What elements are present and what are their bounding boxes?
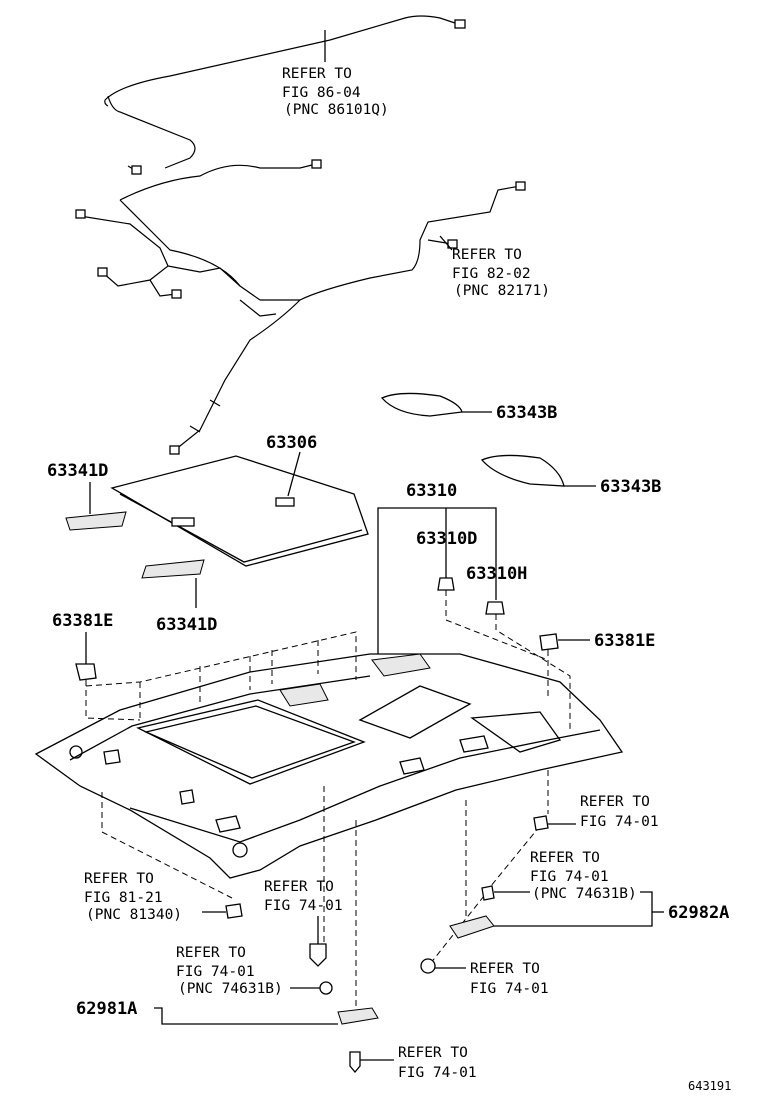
screw-74-01-c — [420, 958, 436, 974]
pad-63341d-left — [65, 511, 127, 531]
screw-74-01-d — [309, 943, 327, 967]
svg-text:(PNC 74631B): (PNC 74631B) — [532, 886, 637, 902]
ref-fig-82-02: REFER TO FIG 82-02 (PNC 82171) — [452, 247, 550, 299]
svg-text:FIG 74-01: FIG 74-01 — [176, 964, 255, 980]
clip-63310d — [437, 577, 455, 591]
figure-id: 643191 — [688, 1079, 731, 1093]
projection-lines — [85, 590, 571, 1010]
ref-fig-74-01-d: REFER TO FIG 74-01 — [264, 879, 343, 914]
lamp-62982a — [449, 915, 495, 939]
svg-text:REFER TO: REFER TO — [580, 794, 650, 810]
svg-text:REFER TO: REFER TO — [282, 66, 352, 82]
part-62982a: 62982A — [668, 903, 729, 923]
svg-text:(PNC 86101Q): (PNC 86101Q) — [284, 102, 389, 118]
clip-63381e-right — [539, 633, 559, 651]
part-63343b-upper: 63343B — [496, 403, 557, 423]
svg-text:FIG 82-02: FIG 82-02 — [452, 266, 531, 282]
clip-74-01-a — [533, 815, 549, 831]
part-62981a: 62981A — [76, 999, 137, 1019]
screw-74-01-f — [349, 1051, 361, 1074]
svg-text:REFER TO: REFER TO — [530, 850, 600, 866]
svg-text:FIG 74-01: FIG 74-01 — [264, 898, 343, 914]
ref-fig-74-01-a: REFER TO FIG 74-01 — [580, 794, 659, 830]
connector-81340 — [225, 903, 243, 919]
part-63343b-lower: 63343B — [600, 477, 661, 497]
svg-text:REFER TO: REFER TO — [176, 945, 246, 961]
clip-63310h — [485, 601, 505, 615]
svg-text:FIG 81-21: FIG 81-21 — [84, 890, 163, 906]
svg-text:REFER TO: REFER TO — [398, 1045, 468, 1061]
svg-text:REFER TO: REFER TO — [84, 871, 154, 887]
svg-text:FIG 74-01: FIG 74-01 — [398, 1065, 477, 1081]
svg-text:FIG 74-01: FIG 74-01 — [470, 981, 549, 997]
svg-text:(PNC 81340): (PNC 81340) — [86, 907, 182, 923]
ref-fig-86-04: REFER TO FIG 86-04 (PNC 86101Q) — [282, 66, 389, 118]
ref-fig-81-21: REFER TO FIG 81-21 (PNC 81340) — [84, 871, 182, 923]
pad-63341d-lower — [141, 559, 205, 579]
pad-63343b-lower — [480, 454, 565, 487]
clip-74631b — [319, 981, 333, 995]
svg-text:(PNC 82171): (PNC 82171) — [454, 283, 550, 299]
part-63381e-left: 63381E — [52, 611, 113, 631]
clip-63381e-left — [75, 663, 97, 681]
roof-wire-harness — [75, 15, 526, 455]
svg-text:REFER TO: REFER TO — [264, 879, 334, 895]
clip-74-01-b — [481, 885, 495, 901]
svg-text:(PNC 74631B): (PNC 74631B) — [178, 981, 283, 997]
ref-fig-74-01-b: REFER TO FIG 74-01 (PNC 74631B) — [530, 850, 637, 902]
svg-text:REFER TO: REFER TO — [470, 961, 540, 977]
part-63381e-right: 63381E — [594, 631, 655, 651]
part-63310: 63310 — [406, 481, 457, 501]
roof-headliner — [34, 653, 624, 879]
part-63341d-lower: 63341D — [156, 615, 217, 635]
ref-fig-74-01-c: REFER TO FIG 74-01 — [470, 961, 549, 997]
part-63306: 63306 — [266, 433, 317, 453]
svg-text:REFER TO: REFER TO — [452, 247, 522, 263]
svg-text:FIG 74-01: FIG 74-01 — [530, 869, 609, 885]
lamp-62981a — [337, 1007, 379, 1025]
part-63310d: 63310D — [416, 529, 477, 549]
ref-fig-74-01-e: REFER TO FIG 74-01 (PNC 74631B) — [176, 945, 283, 997]
svg-text:FIG 74-01: FIG 74-01 — [580, 814, 659, 830]
part-63310h: 63310H — [466, 564, 527, 584]
ref-fig-74-01-f: REFER TO FIG 74-01 — [398, 1045, 477, 1081]
part-63341d-left: 63341D — [47, 461, 108, 481]
pad-63343b-upper — [380, 392, 463, 417]
sunshade-63306 — [110, 455, 369, 567]
svg-text:FIG 86-04: FIG 86-04 — [282, 85, 361, 101]
